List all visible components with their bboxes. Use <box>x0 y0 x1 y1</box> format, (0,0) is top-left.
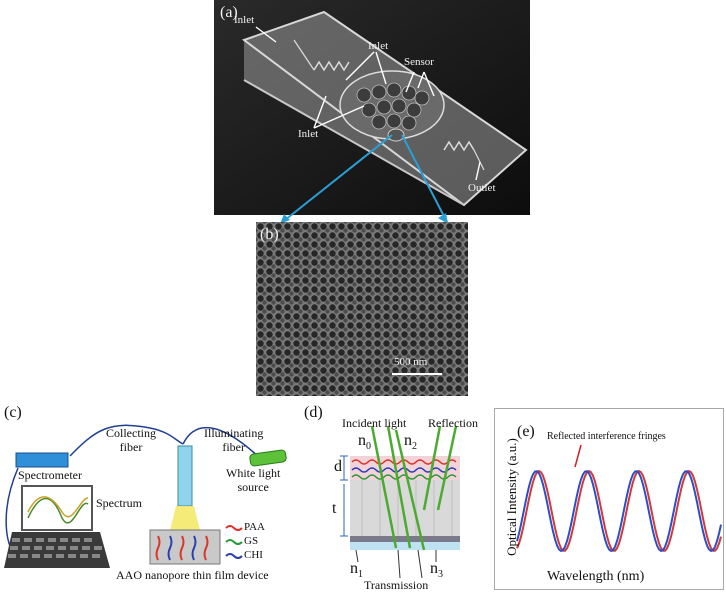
n1-sub: 1 <box>358 569 363 581</box>
panel-d: (d) Incident light Reflection n0 n2 d t … <box>300 400 490 596</box>
substrate-layer <box>350 536 460 542</box>
sensor-label: Sensor <box>404 56 434 68</box>
n0-base: n <box>358 432 366 449</box>
n1-base: n <box>350 560 358 577</box>
t-label: t <box>332 500 337 517</box>
fringe-curve-1 <box>516 469 722 552</box>
white-light-source <box>249 449 287 467</box>
n2-sub: 2 <box>412 441 417 453</box>
n2-base: n <box>404 432 412 449</box>
collecting-fiber-line-1: Collecting <box>106 426 156 440</box>
chip-photo: (a) Inlet Inlet Sensor Inlet Outlet <box>214 0 530 215</box>
panel-b-label: (b) <box>260 226 279 243</box>
device-label: AAO nanopore thin film device <box>116 568 269 582</box>
spectrum-label: Spectrum <box>96 496 142 510</box>
d-label: d <box>334 458 342 475</box>
n2-label: n2 <box>404 432 417 452</box>
collecting-fiber-line-2: fiber <box>119 440 143 454</box>
incident-light-label: Incident light <box>342 416 407 430</box>
panel-e: (e) Reflected interference fringes Optic… <box>494 408 724 590</box>
illuminating-fiber-line-2: fiber <box>222 440 245 454</box>
setup-drawing <box>4 424 287 568</box>
inlet-label-3: Inlet <box>298 128 319 140</box>
chip-photo-drawing <box>214 0 530 215</box>
spectrometer-label: Spectrometer <box>18 468 82 482</box>
panel-d-label: (d) <box>304 404 323 421</box>
legend-paa: PAA <box>244 521 265 533</box>
annotation-arrow <box>574 444 582 468</box>
y-axis-label: Optical Intensity (a.u.) <box>504 438 519 556</box>
layer-diagram <box>340 425 460 579</box>
white-light-label: White light source <box>226 466 280 494</box>
white-light-line-1: White light <box>226 466 281 480</box>
legend-gs: GS <box>244 535 259 547</box>
light-cone <box>170 506 200 530</box>
fringe-plot <box>516 444 722 553</box>
spectrometer-box <box>15 452 69 468</box>
legend-chi: CHI <box>244 549 263 561</box>
nanopore-texture <box>256 222 468 396</box>
scale-bar-label: 500 nm <box>394 356 428 368</box>
n0-sub: 0 <box>366 441 371 453</box>
illuminating-fiber-label: Illuminating fiber <box>204 426 263 454</box>
fringe-curve-2 <box>516 470 722 553</box>
sem-image: (b) 500 nm <box>256 222 468 396</box>
reflection-label: Reflection <box>428 416 478 430</box>
n3-sub: 3 <box>438 569 443 581</box>
panel-c-label: (c) <box>4 404 22 421</box>
n1-label: n1 <box>350 560 363 580</box>
transmission-label: Transmission <box>364 578 429 592</box>
fiber-probe <box>177 445 193 507</box>
inlet-label-1: Inlet <box>234 14 255 26</box>
illuminating-fiber-line-1: Illuminating <box>204 426 264 440</box>
n3-base: n <box>430 560 438 577</box>
panel-c: (c) Collecting fiber Illuminating fiber … <box>0 400 300 596</box>
outlet-label: Outlet <box>468 182 496 194</box>
x-axis-label: Wavelength (nm) <box>547 569 645 584</box>
panel-a-label: (a) <box>220 4 238 21</box>
fringe-annotation: Reflected interference fringes <box>547 431 666 442</box>
inlet-label-2: Inlet <box>368 40 389 52</box>
panel-e-label: (e) <box>517 423 535 440</box>
aao-device <box>149 529 221 565</box>
collecting-fiber-label: Collecting fiber <box>106 426 156 454</box>
white-light-line-2: source <box>237 480 269 494</box>
n0-label: n0 <box>358 432 371 452</box>
n3-label: n3 <box>430 560 443 580</box>
